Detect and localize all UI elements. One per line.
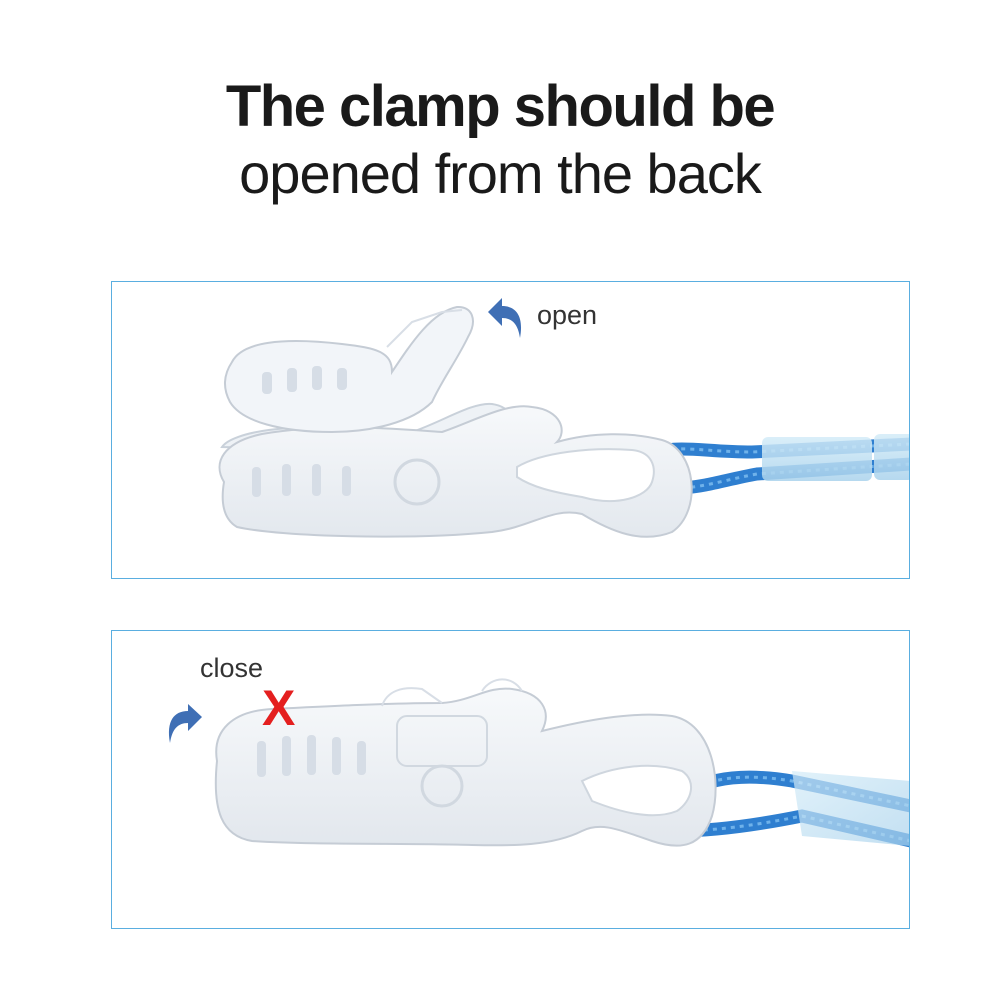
closed-clip-illustration [214, 678, 909, 848]
close-label: close [200, 653, 264, 683]
wrong-x-mark: X [262, 680, 296, 736]
open-label: open [537, 300, 598, 330]
heading-light-line: opened from the back [239, 142, 762, 205]
heading-bold-line: The clamp should be [225, 74, 776, 139]
clip [214, 678, 717, 847]
clip [218, 305, 693, 538]
close-arrow-icon [168, 704, 202, 743]
open-arrow-icon [488, 298, 522, 338]
open-clip-illustration [218, 305, 909, 538]
open-panel: open [111, 281, 910, 579]
close-panel: close X [111, 630, 910, 929]
